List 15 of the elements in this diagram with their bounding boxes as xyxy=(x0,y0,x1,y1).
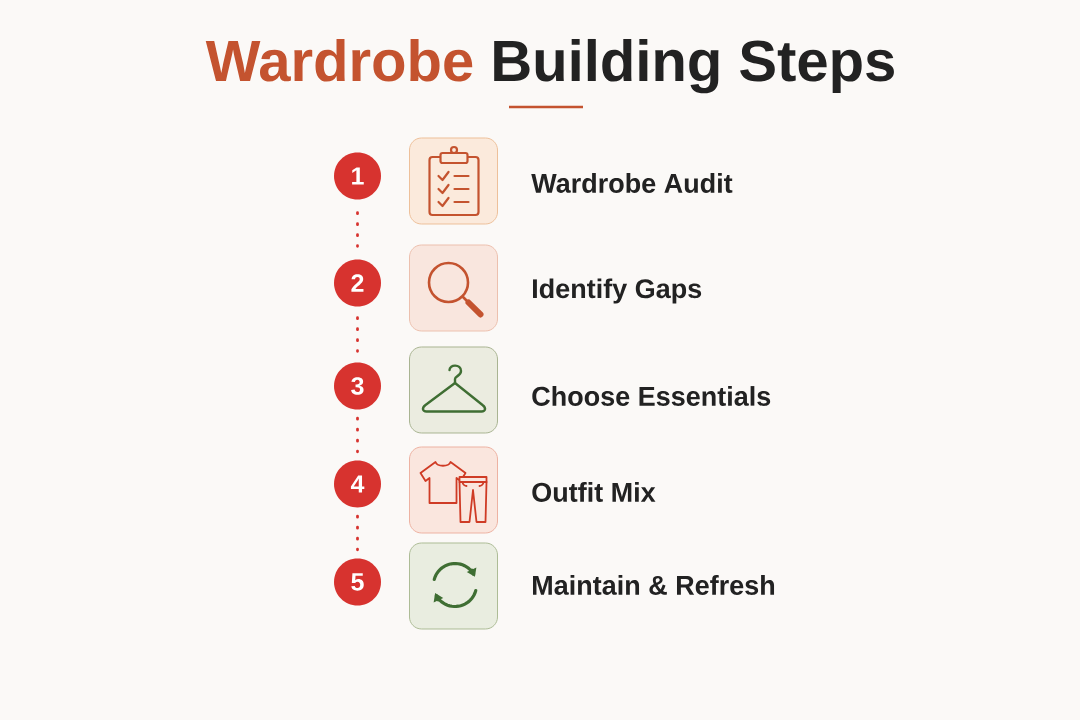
step-label: Wardrobe Audit xyxy=(531,173,733,193)
step-label: Choose Essentials xyxy=(532,386,771,406)
step-label: Maintain & Refresh xyxy=(533,575,775,595)
step-number: 1 xyxy=(334,152,381,200)
step-number: 3 xyxy=(334,362,381,410)
step-label: Outfit Mix xyxy=(532,482,656,502)
step-number: 4 xyxy=(334,460,381,508)
dotted-connector xyxy=(356,211,359,248)
step-label: Identify Gaps xyxy=(533,278,702,304)
dotted-connector xyxy=(356,416,359,454)
dotted-connector xyxy=(356,316,359,353)
step-number: 2 xyxy=(334,259,381,307)
title: Wardrobe Building Steps xyxy=(205,38,894,94)
step-number: 5 xyxy=(334,558,381,606)
dotted-connector xyxy=(356,514,359,552)
